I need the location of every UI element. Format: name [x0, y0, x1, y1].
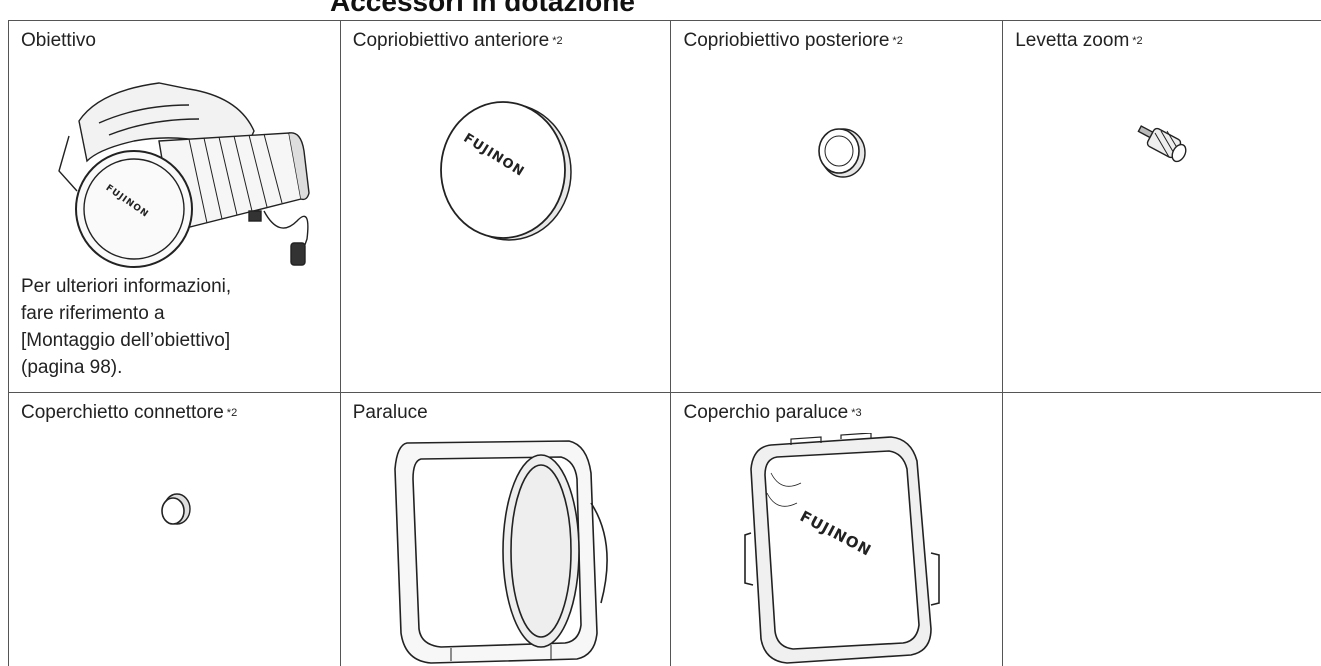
item-footnote-mark: *2	[226, 407, 238, 419]
front-lens-cap-illustration: FUJINON	[439, 101, 572, 241]
item-label-text: Obiettivo	[21, 30, 96, 51]
note-line: Per ulteriori informazioni,	[21, 276, 232, 297]
item-footnote-mark: *2	[552, 35, 563, 47]
item-label-text: Paraluce	[352, 402, 428, 423]
item-label: Levetta zoom*2	[1015, 29, 1142, 53]
item-label-text: Coperchietto connettore	[21, 402, 224, 423]
table-row: Coperchietto connettore*2 Paraluce	[8, 392, 1321, 666]
lens-hood-illustration	[393, 440, 608, 664]
page-header-text: Accessori in dotazione	[330, 0, 635, 17]
item-label: Copriobiettivo posteriore*2	[683, 29, 902, 53]
item-note: Per ulteriori informazioni, fare riferim…	[21, 273, 321, 381]
item-label: Copriobiettivo anteriore*2	[353, 29, 563, 53]
item-label: Coperchio paraluce*3	[683, 401, 861, 425]
cell-coperchietto-connettore: Coperchietto connettore*2	[8, 392, 341, 666]
page-header-clipped: Accessori in dotazione	[0, 0, 1321, 20]
item-label-text: Copriobiettivo anteriore	[352, 30, 550, 51]
cell-obiettivo: Obiettivo	[8, 20, 341, 393]
note-line: [Montaggio dell’obiettivo]	[21, 330, 231, 351]
rear-lens-cap-illustration	[818, 128, 867, 178]
item-footnote-mark: *2	[1132, 35, 1143, 47]
accessories-table: Obiettivo	[8, 20, 1321, 666]
item-label-text: Copriobiettivo posteriore	[683, 30, 890, 51]
lens-illustration: FUJINON	[58, 82, 310, 268]
connector-cap-illustration	[161, 493, 191, 525]
cell-paraluce: Paraluce	[339, 392, 672, 666]
cell-empty	[1002, 392, 1321, 666]
item-label: Coperchietto connettore*2	[21, 401, 237, 425]
item-label: Obiettivo	[21, 29, 99, 53]
cell-copriobiettivo-anteriore: Copriobiettivo anteriore*2 FUJINON	[339, 20, 672, 393]
cell-levetta-zoom: Levetta zoom*2	[1002, 20, 1321, 393]
hood-cover-illustration: FUJINON	[744, 433, 941, 664]
item-footnote-mark: *2	[892, 35, 903, 47]
item-label-text: Coperchio paraluce	[683, 402, 849, 423]
item-label: Paraluce	[353, 401, 431, 425]
note-line: (pagina 98).	[21, 357, 123, 378]
cell-copriobiettivo-posteriore: Copriobiettivo posteriore*2	[670, 20, 1004, 393]
zoom-lever-illustration	[1137, 125, 1187, 163]
note-line: fare riferimento a	[21, 303, 165, 324]
cell-coperchio-paraluce: Coperchio paraluce*3 FUJINON	[670, 392, 1004, 666]
table-row: Obiettivo	[8, 20, 1321, 393]
item-label-text: Levetta zoom	[1015, 30, 1130, 51]
item-footnote-mark: *3	[851, 407, 862, 419]
